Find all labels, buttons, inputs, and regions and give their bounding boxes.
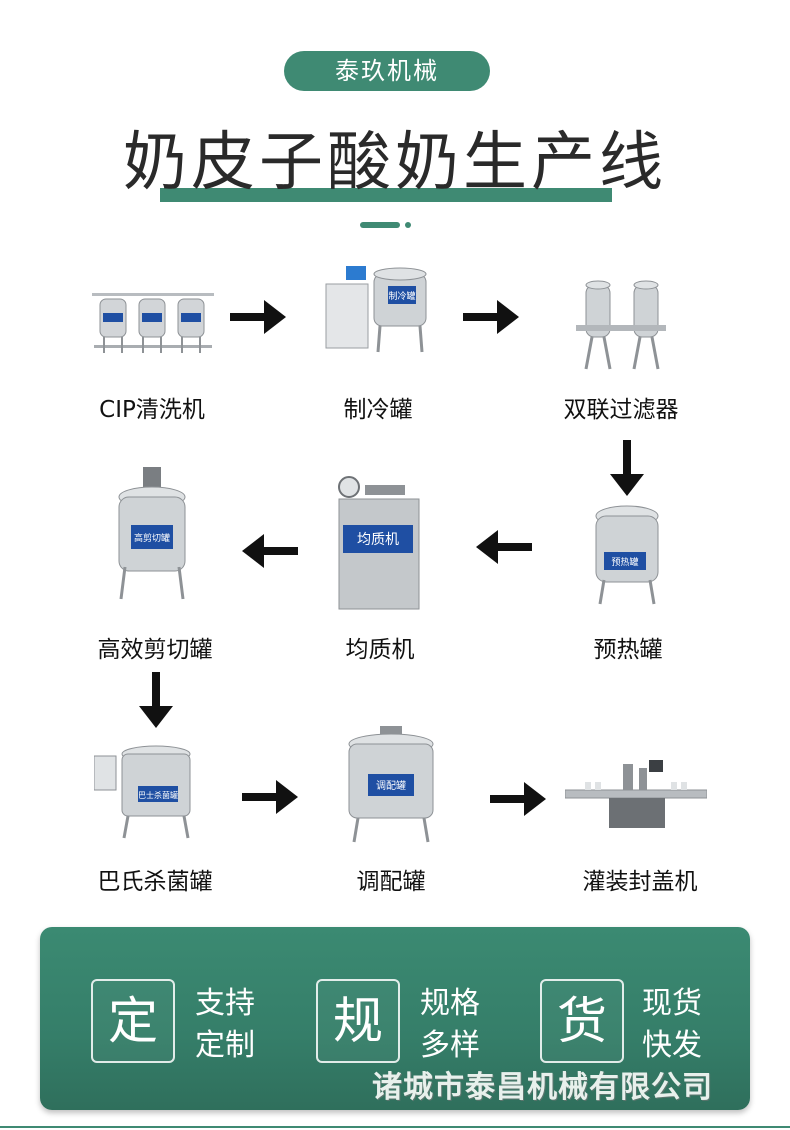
tank-plate-text: 预热罐 [611, 556, 638, 568]
tank-plate-text: 巴士杀菌罐 [138, 790, 178, 800]
feature-customize-badge: 定 [91, 979, 175, 1063]
feature-spec-text: 规格 多样 [420, 983, 480, 1067]
feature-line: 多样 [420, 1028, 480, 1063]
arrow-right-icon [242, 780, 298, 814]
shear-tank-image: 高剪切罐 [115, 467, 189, 603]
tank-plate-text: 制冷罐 [388, 290, 415, 302]
tank-plate-text: 均质机 [357, 532, 399, 548]
filling-capping-machine-image [565, 760, 707, 832]
homogenizer-image: 均质机 [335, 475, 423, 613]
arrow-left-icon [476, 530, 532, 564]
machine-label-homogenizer: 均质机 [345, 637, 415, 663]
duplex-filter-image [572, 275, 670, 373]
machine-label-duplex-filter: 双联过滤器 [563, 397, 679, 423]
machine-label-blending-tank: 调配罐 [356, 869, 426, 895]
feature-spec-badge: 规 [316, 979, 400, 1063]
pasteurizer-tank-image: 巴士杀菌罐 [94, 742, 194, 840]
feature-line: 支持 [195, 986, 255, 1021]
feature-line: 快发 [642, 1028, 702, 1063]
blending-tank-image: 调配罐 [346, 726, 436, 844]
title-underline [160, 188, 612, 202]
tank-plate-text: 高剪切罐 [134, 532, 170, 544]
arrow-right-icon [463, 300, 519, 334]
brand-badge: 泰玖机械 [284, 51, 490, 91]
preheat-tank-image: 预热罐 [592, 500, 662, 606]
feature-line: 定制 [195, 1028, 255, 1063]
arrow-left-icon [242, 534, 298, 568]
cip-cleaner-image [92, 285, 214, 357]
arrow-right-icon [490, 782, 546, 816]
title-decor-dash [360, 222, 400, 228]
arrow-down-icon [610, 440, 644, 496]
machine-label-pasteurizer-tank: 巴氏杀菌罐 [97, 869, 213, 895]
footer-line [0, 1126, 790, 1128]
page-title: 奶皮子酸奶生产线 [123, 126, 667, 200]
tank-plate-text: 调配罐 [376, 779, 406, 792]
arrow-right-icon [230, 300, 286, 334]
title-decor-dot [405, 222, 411, 228]
machine-label-cip: CIP清洗机 [99, 397, 205, 423]
feature-customize-text: 支持 定制 [195, 983, 255, 1067]
feature-line: 规格 [420, 986, 480, 1021]
machine-label-preheat-tank: 预热罐 [593, 637, 663, 663]
features-panel [40, 927, 750, 1110]
machine-label-shear-tank: 高效剪切罐 [97, 637, 213, 663]
company-watermark: 诸城市泰昌机械有限公司 [372, 1070, 713, 1105]
arrow-down-icon [139, 672, 173, 728]
feature-stock-text: 现货 快发 [642, 983, 702, 1067]
machine-label-filling-capping: 灌装封盖机 [582, 869, 698, 895]
feature-line: 现货 [642, 986, 702, 1021]
feature-stock-badge: 货 [540, 979, 624, 1063]
cooling-tank-image: 制冷罐 [322, 252, 434, 358]
machine-label-cooling-tank: 制冷罐 [343, 397, 413, 423]
